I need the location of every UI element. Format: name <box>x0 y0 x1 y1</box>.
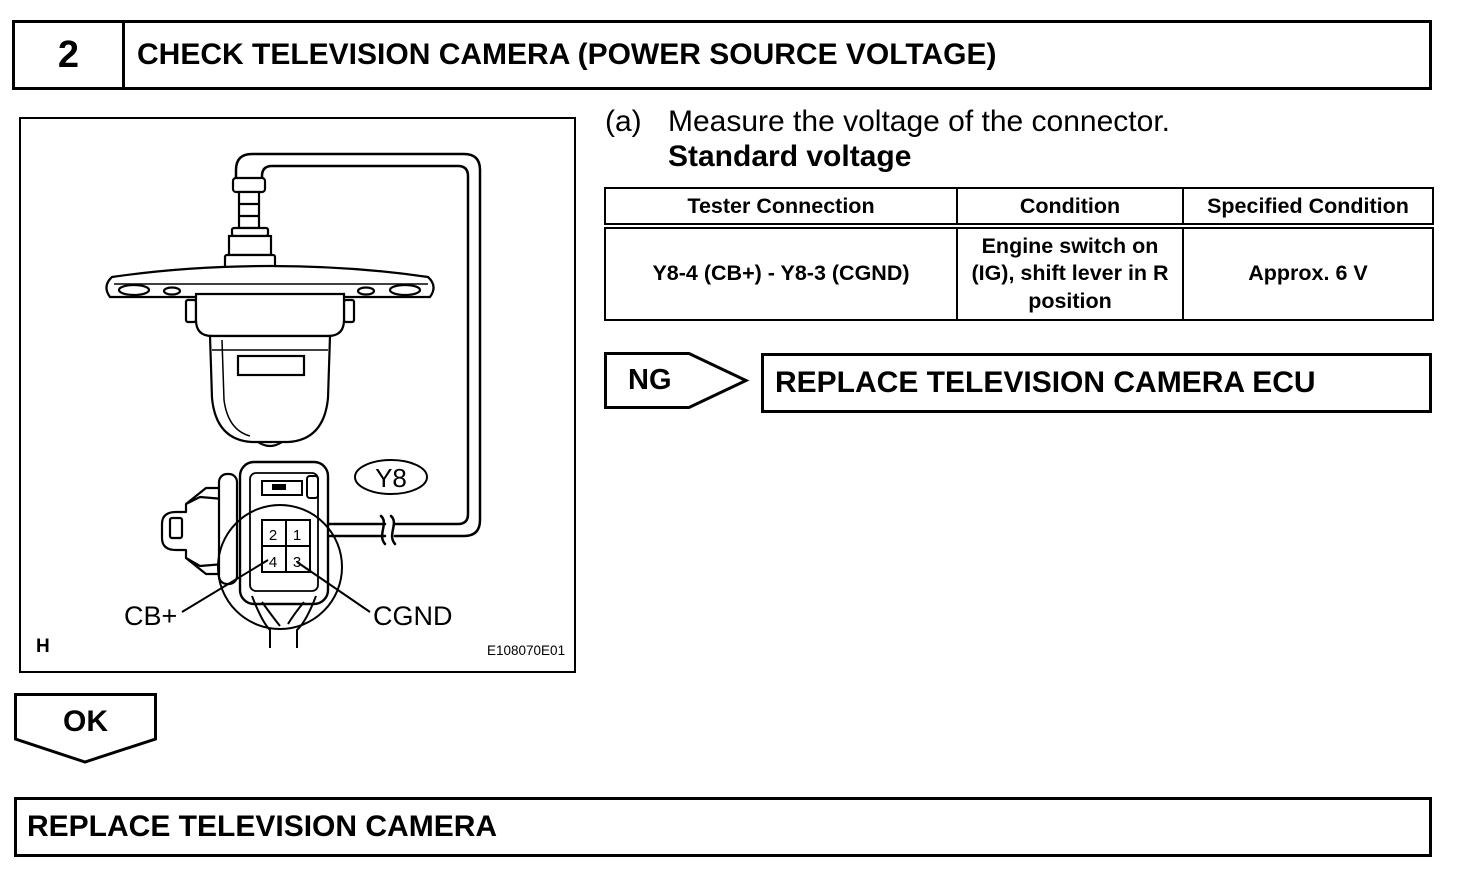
ng-arrow-shape <box>604 352 750 409</box>
cable-segment-near-connector <box>324 522 387 538</box>
camera-stem <box>223 176 277 270</box>
camera-cable <box>234 152 482 546</box>
pin-label: 1 <box>293 527 301 544</box>
ok-action-box: REPLACE TELEVISION CAMERA <box>14 797 1432 857</box>
illustration-code: E108070E01 <box>487 643 565 658</box>
mounting-plate <box>105 264 435 299</box>
connector-pin-grid <box>261 519 311 573</box>
ng-action-text: REPLACE TELEVISION CAMERA ECU <box>775 366 1316 399</box>
step-number: 2 <box>15 23 125 87</box>
tester-connection-cell: Y8-4 (CB+) - Y8-3 (CGND) <box>604 225 958 321</box>
standard-voltage-table: Tester Connection Condition Specified Co… <box>604 187 1434 321</box>
terminal-highlight-circle <box>217 504 343 630</box>
instruction-marker: (a) <box>605 105 642 138</box>
camera-window <box>236 354 306 377</box>
wire-harness <box>251 595 317 648</box>
camera-connector-illustration: 2 1 4 3 Y8 CB+ CGND H E108070E01 <box>36 152 565 658</box>
column-header: Condition <box>956 187 1184 229</box>
corner-mark: H <box>36 636 50 657</box>
pin-label: 4 <box>269 554 277 571</box>
column-header: Specified Condition <box>1182 187 1434 229</box>
instruction-text: Measure the voltage of the connector. <box>668 105 1170 138</box>
ok-action-text: REPLACE TELEVISION CAMERA <box>27 810 498 843</box>
cable-break-mark <box>379 514 397 546</box>
ng-action-box: REPLACE TELEVISION CAMERA ECU <box>761 353 1432 413</box>
cgnd-leader-line <box>296 561 371 613</box>
specified-condition-cell: Approx. 6 V <box>1182 225 1434 321</box>
illustration-frame: 2 1 4 3 Y8 CB+ CGND H E108070E01 <box>19 117 576 673</box>
cb-plus-leader-line <box>181 559 269 613</box>
terminal-cgnd-label: CGND <box>373 601 453 631</box>
column-header: Tester Connection <box>604 187 958 229</box>
connector-id-oval <box>354 459 428 495</box>
ng-label: NG <box>628 363 672 396</box>
instruction-subheading: Standard voltage <box>668 140 912 173</box>
table-row: Y8-4 (CB+) - Y8-3 (CGND) Engine switch o… <box>604 225 1434 321</box>
step-header: 2 CHECK TELEVISION CAMERA (POWER SOURCE … <box>12 20 1432 90</box>
connector-id-label: Y8 <box>375 463 407 493</box>
table-header-row: Tester Connection Condition Specified Co… <box>604 187 1434 229</box>
step-title: CHECK TELEVISION CAMERA (POWER SOURCE VO… <box>137 38 997 71</box>
condition-cell: Engine switch on (IG), shift lever in R … <box>956 225 1184 321</box>
terminal-cb-plus-label: CB+ <box>124 601 177 631</box>
ok-arrow-shape <box>14 693 157 764</box>
camera-body <box>184 292 356 448</box>
camera-cable-outer-edge <box>234 152 482 538</box>
connector-lock-clip <box>160 472 239 586</box>
camera-cable-inner-edge <box>260 164 470 526</box>
pin-label: 2 <box>269 527 277 544</box>
ok-label: OK <box>63 705 108 738</box>
